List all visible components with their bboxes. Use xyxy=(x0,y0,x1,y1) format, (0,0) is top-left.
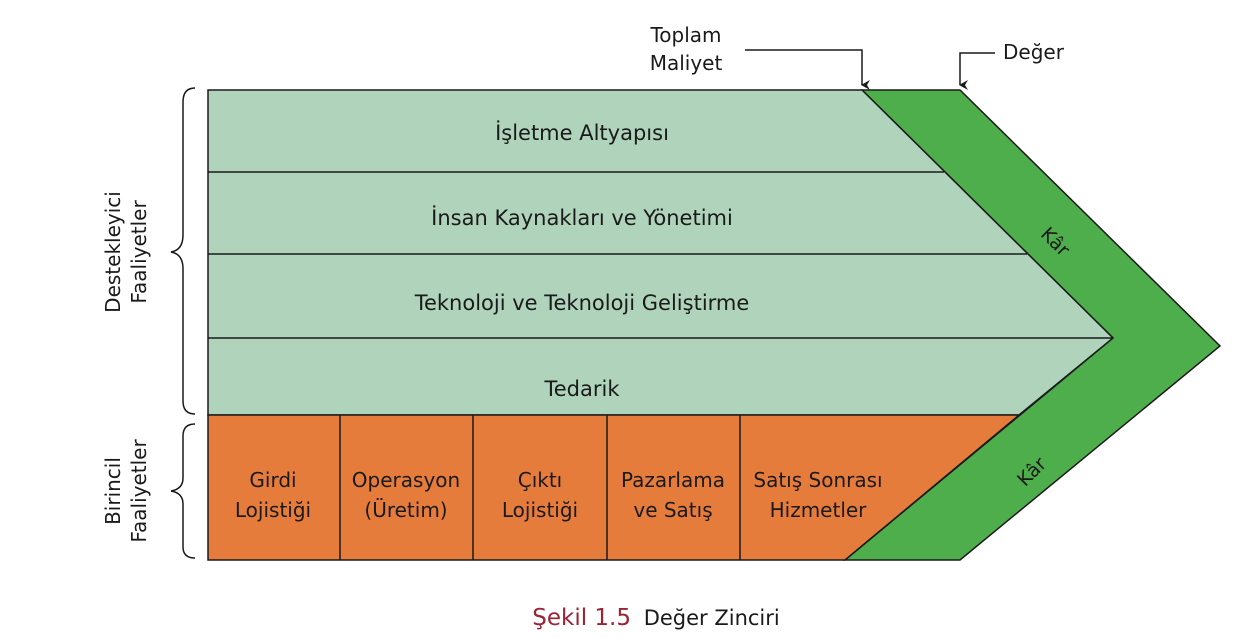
primary-activity-line: Çıktı xyxy=(518,468,563,492)
total-cost-label: Toplam xyxy=(649,23,721,47)
support-activity: İnsan Kaynakları ve Yönetimi xyxy=(431,205,733,230)
primary-activity-line: Pazarlama xyxy=(621,468,725,492)
value-label: Değer xyxy=(1003,40,1065,64)
support-brace xyxy=(170,87,196,415)
primary-activity-line: Operasyon xyxy=(352,468,460,492)
primary-activity-line: Hizmetler xyxy=(770,498,868,522)
primary-activity-line: ve Satış xyxy=(633,498,712,522)
figure-number: Şekil 1.5 xyxy=(532,605,631,631)
primary-activity-line: (Üretim) xyxy=(364,498,447,522)
support-activity: İşletme Altyapısı xyxy=(495,120,669,145)
primary-activities-area xyxy=(207,414,1022,561)
support-activity: Tedarik xyxy=(543,377,620,401)
primary-activity-line: Girdi xyxy=(249,468,296,492)
figure-caption: Şekil 1.5 Değer Zinciri xyxy=(532,605,779,631)
support-activity: Teknoloji ve Teknoloji Geliştirme xyxy=(414,291,750,315)
total-cost-arrow xyxy=(745,49,870,90)
primary-activity-line: Lojistiği xyxy=(502,498,578,522)
primary-brace xyxy=(170,423,196,559)
primary-group-label: Birincil xyxy=(101,457,125,525)
support-group-label: Faaliyetler xyxy=(127,200,151,304)
primary-activity-line: Lojistiği xyxy=(235,498,311,522)
primary-group-label: Faaliyetler xyxy=(127,439,151,543)
support-group-label: Destekleyici xyxy=(101,191,125,313)
value-arrow xyxy=(959,52,995,90)
total-cost-label: Maliyet xyxy=(650,51,723,75)
primary-activity-line: Satış Sonrası xyxy=(753,468,882,492)
figure-title: Değer Zinciri xyxy=(644,606,780,630)
